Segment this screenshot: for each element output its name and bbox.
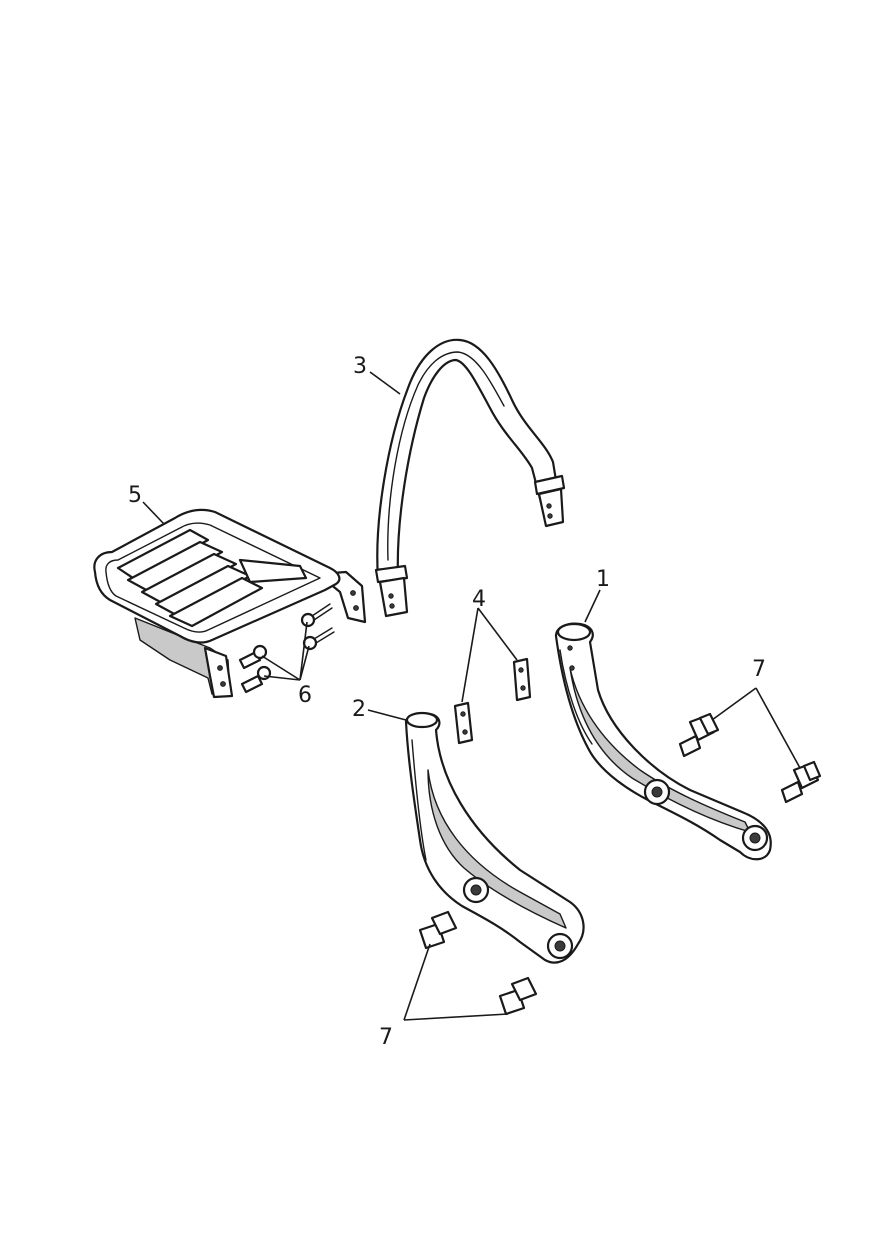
callout-1: 1: [596, 567, 610, 592]
callout-labels: 1 2 3 4 5 6 7 7: [128, 354, 766, 1050]
callout-6: 6: [298, 683, 312, 708]
callout-7-right: 7: [752, 657, 766, 682]
callout-3: 3: [353, 354, 367, 379]
bolts-part-7-right: [678, 712, 822, 804]
bracket-part-1: [554, 622, 772, 861]
callout-4: 4: [472, 587, 486, 612]
callout-5: 5: [128, 483, 142, 508]
spacer-plates-part-4: [453, 657, 532, 745]
leader-lines: [142, 371, 801, 1021]
callout-7-bottom: 7: [379, 1025, 393, 1050]
grab-rail-part-3: [374, 338, 566, 618]
luggage-rack-part-5: [93, 508, 367, 699]
callout-2: 2: [352, 697, 366, 722]
screws-part-6: [238, 603, 335, 694]
bracket-part-2: [404, 711, 585, 964]
bolts-part-7-bottom: [418, 910, 538, 1016]
